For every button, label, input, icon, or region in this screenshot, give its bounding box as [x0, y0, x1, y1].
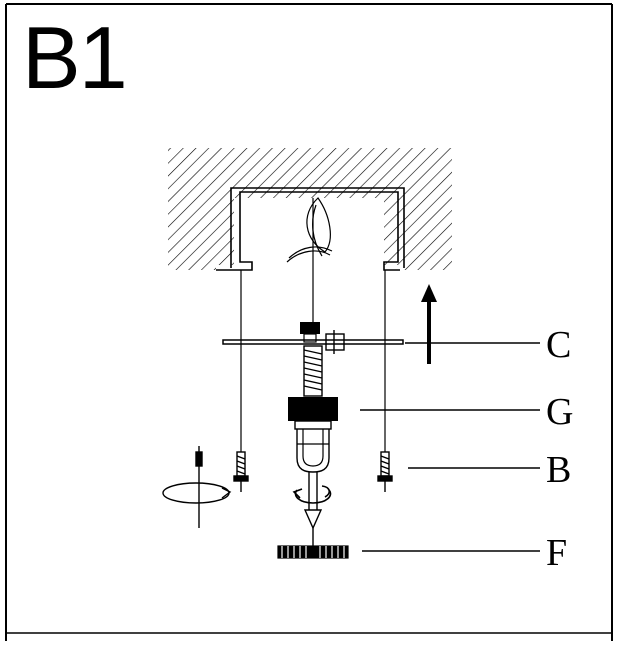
mounting-plate	[222, 322, 404, 354]
finial-rod	[303, 472, 323, 546]
finial-knob	[277, 545, 349, 559]
screw-left	[233, 451, 249, 492]
panel-border	[5, 3, 613, 641]
part-label-b: B	[546, 449, 571, 491]
threaded-rod	[303, 345, 323, 397]
step-title: B1	[22, 8, 128, 107]
leader-lines	[360, 342, 540, 552]
part-label-g: G	[546, 391, 573, 433]
screw-guide-lines	[240, 198, 386, 452]
electrical-wires	[286, 197, 333, 263]
part-label-c: C	[546, 324, 571, 366]
rotate-arrow-icon	[162, 446, 232, 528]
ceiling-box	[216, 187, 405, 271]
upward-arrow-icon	[421, 284, 437, 364]
screw-right	[377, 451, 393, 492]
tighten-arrow-icon	[292, 485, 332, 504]
part-label-f: F	[546, 532, 567, 574]
lamp-holder	[288, 397, 338, 473]
